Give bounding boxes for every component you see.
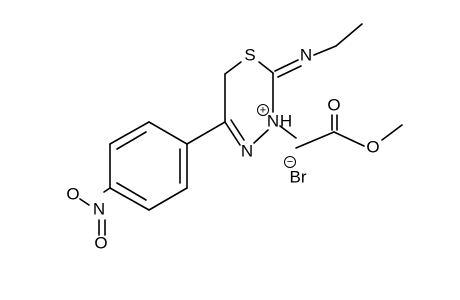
bond-n-ch2 xyxy=(279,125,297,139)
bond-ph-4-5 xyxy=(109,187,150,211)
bond-s-c2 xyxy=(258,61,274,74)
atom-o-ester: O xyxy=(366,137,379,156)
br-minus-charge: − xyxy=(287,156,293,168)
bond-c5-phenyl xyxy=(186,121,226,145)
br-minus-charge-circle xyxy=(284,156,296,168)
atom-labels: S N N N H O O N O O Br xyxy=(66,45,379,252)
bond-nitro-otop xyxy=(79,198,90,206)
atom-o-nitro-top: O xyxy=(66,184,79,203)
bond-ch2-co xyxy=(295,131,335,149)
bond-n3-n4 xyxy=(253,129,269,144)
bond-oester-ch3 xyxy=(381,124,403,141)
atom-s: S xyxy=(244,45,255,64)
bond-ph-nitro xyxy=(103,187,111,193)
atom-n-ring: N xyxy=(241,141,253,160)
bond-c5-n4-double-b xyxy=(230,119,245,141)
atom-h-on-n-plus: H xyxy=(280,111,292,130)
atom-n-nitro: N xyxy=(93,199,105,218)
bond-ethyl-ch2-n xyxy=(313,45,337,56)
bond-ph-2-3 xyxy=(109,121,150,145)
bonds xyxy=(79,23,403,236)
bond-ph-1-2 xyxy=(148,121,188,145)
atom-n-plus: N xyxy=(267,111,279,130)
atom-o-nitro-bottom: O xyxy=(94,233,107,252)
n-plus-charge-circle xyxy=(257,104,269,116)
bond-c-oester xyxy=(333,131,365,147)
atom-n-imine: N xyxy=(300,45,312,64)
bond-imine-double-b xyxy=(277,65,302,78)
atom-o-carbonyl: O xyxy=(327,95,340,114)
bond-imine-double-a xyxy=(274,59,299,72)
bond-c5-n4-double-a xyxy=(224,121,241,146)
charges: + − xyxy=(257,104,296,168)
bond-ph-inner-c xyxy=(116,182,147,201)
n-plus-charge: + xyxy=(260,104,266,116)
bond-ethyl-ch3-ch2 xyxy=(335,23,363,47)
bond-s-ch2 xyxy=(224,61,242,75)
bond-ph-inner-b xyxy=(116,131,147,150)
counterion-br: Br xyxy=(290,167,307,186)
bond-ph-5-6 xyxy=(148,187,188,211)
